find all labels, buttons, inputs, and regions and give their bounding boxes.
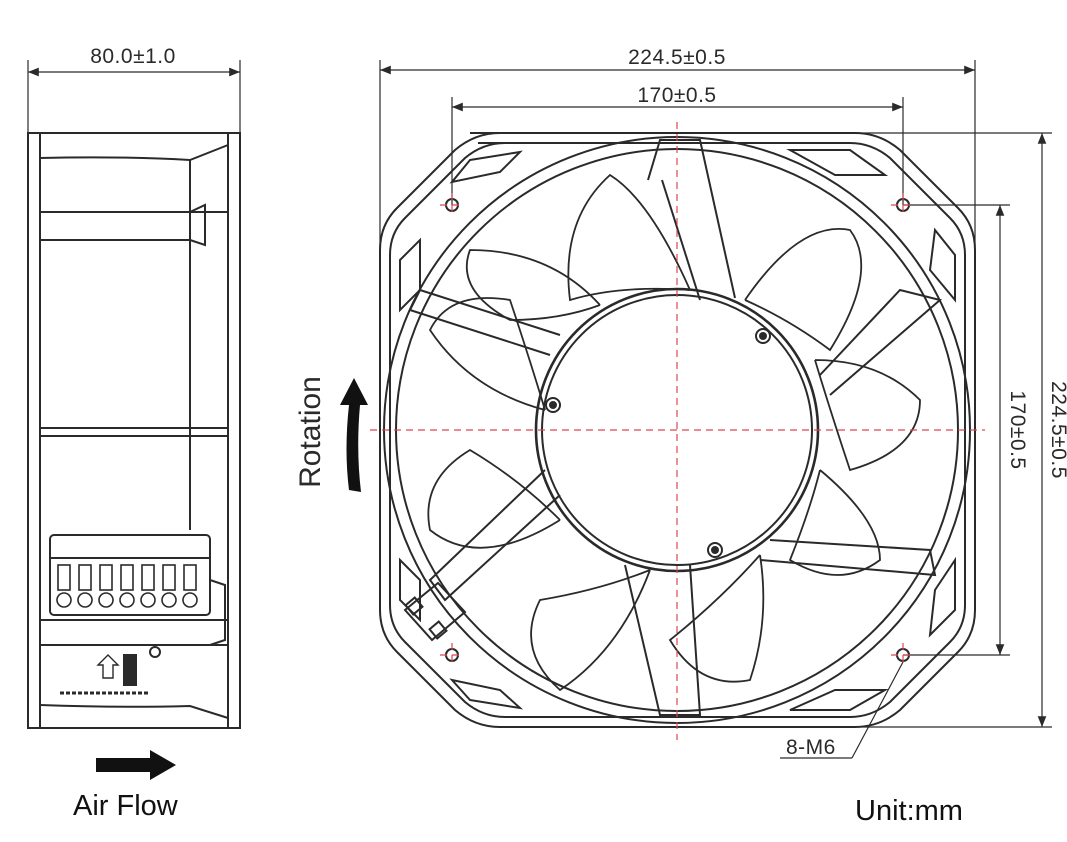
- side-width-dim-label: 80.0±1.0: [90, 45, 176, 68]
- air-flow-label: Air Flow: [73, 790, 178, 822]
- side-housing-outline: [27, 132, 241, 729]
- hub-screw: [755, 328, 771, 344]
- rotation-label: Rotation: [294, 376, 327, 488]
- overall-width-dim-label: 224.5±0.5: [628, 46, 726, 69]
- overall-height-dim-label: 224.5±0.5: [1047, 381, 1067, 479]
- centerlines: [370, 122, 985, 740]
- hole-spacing-v-dim-label: 170±0.5: [1006, 390, 1029, 469]
- unit-label: Unit:mm: [855, 795, 963, 827]
- air-flow-arrow-icon: [96, 750, 176, 780]
- mount-note-leader: [851, 661, 904, 759]
- side-view: [27, 60, 241, 729]
- fan-blades: [427, 173, 921, 692]
- hole-spacing-h-dim-label: 170±0.5: [637, 84, 716, 107]
- hub-screw: [707, 542, 723, 558]
- hub-screw: [545, 397, 561, 413]
- rotation-arrow-icon: [340, 378, 368, 492]
- front-view: [379, 60, 1052, 759]
- mount-note-label: 8-M6: [786, 736, 836, 759]
